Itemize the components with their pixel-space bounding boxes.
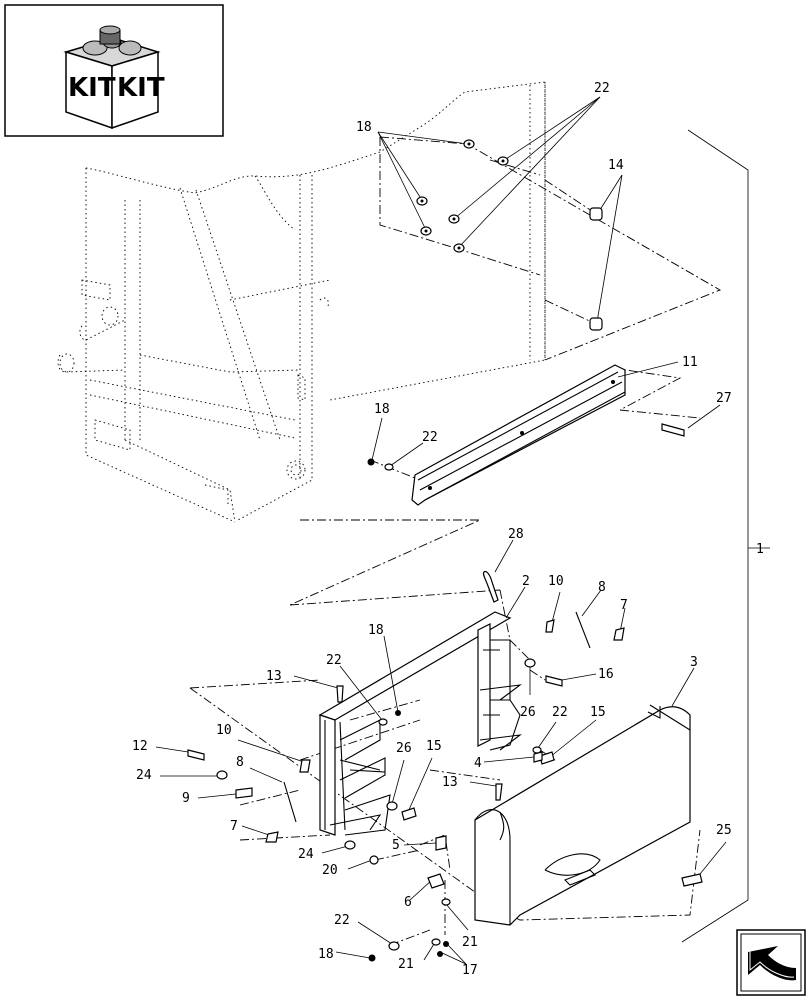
callout: 8 <box>236 755 244 770</box>
callout: 7 <box>620 598 628 613</box>
side-cover <box>474 704 691 926</box>
callout: 13 <box>442 775 458 790</box>
callout: 18 <box>318 947 334 962</box>
callout: 20 <box>322 863 338 878</box>
nav-arrow-icon[interactable] <box>736 929 806 996</box>
callout: 26 <box>520 705 536 720</box>
callout: 21 <box>462 935 478 950</box>
hardware <box>187 139 703 962</box>
rail-bracket <box>411 364 626 506</box>
leader-lines <box>155 96 770 965</box>
callout: 18 <box>374 402 390 417</box>
mounting-frame <box>318 611 522 836</box>
callout: 6 <box>404 895 412 910</box>
callout: 12 <box>132 739 148 754</box>
callout: 15 <box>590 705 606 720</box>
kit-left-label: KIT <box>68 73 116 103</box>
callout: 22 <box>326 653 342 668</box>
callout: 13 <box>266 669 282 684</box>
callout: 17 <box>462 963 478 978</box>
callout: 18 <box>356 120 372 135</box>
callout-numbers: 1 2 3 4 5 6 7 7 8 8 9 10 10 11 12 13 13 … <box>132 81 764 978</box>
callout: 8 <box>598 580 606 595</box>
callout: 24 <box>136 768 152 783</box>
frame-outline <box>57 81 546 523</box>
callout: 2 <box>522 574 530 589</box>
kit-right-label: KIT <box>117 73 165 103</box>
callout: 10 <box>216 723 232 738</box>
callout: 24 <box>298 847 314 862</box>
callout: 1 <box>756 542 764 557</box>
callout: 22 <box>594 81 610 96</box>
callout: 9 <box>182 791 190 806</box>
callout: 22 <box>552 705 568 720</box>
callout: 18 <box>368 623 384 638</box>
callout: 22 <box>422 430 438 445</box>
callout: 27 <box>716 391 732 406</box>
callout: 21 <box>398 957 414 972</box>
callout: 25 <box>716 823 732 838</box>
callout: 15 <box>426 739 442 754</box>
callout: 10 <box>548 574 564 589</box>
callout: 3 <box>690 655 698 670</box>
kit-box-icon: KIT KIT <box>4 4 224 137</box>
callout: 26 <box>396 741 412 756</box>
callout: 22 <box>334 913 350 928</box>
callout: 5 <box>392 838 400 853</box>
callout: 11 <box>682 355 698 370</box>
callout: 28 <box>508 527 524 542</box>
callout: 4 <box>474 756 482 771</box>
callout: 14 <box>608 158 624 173</box>
callout: 16 <box>598 667 614 682</box>
callout: 7 <box>230 819 238 834</box>
